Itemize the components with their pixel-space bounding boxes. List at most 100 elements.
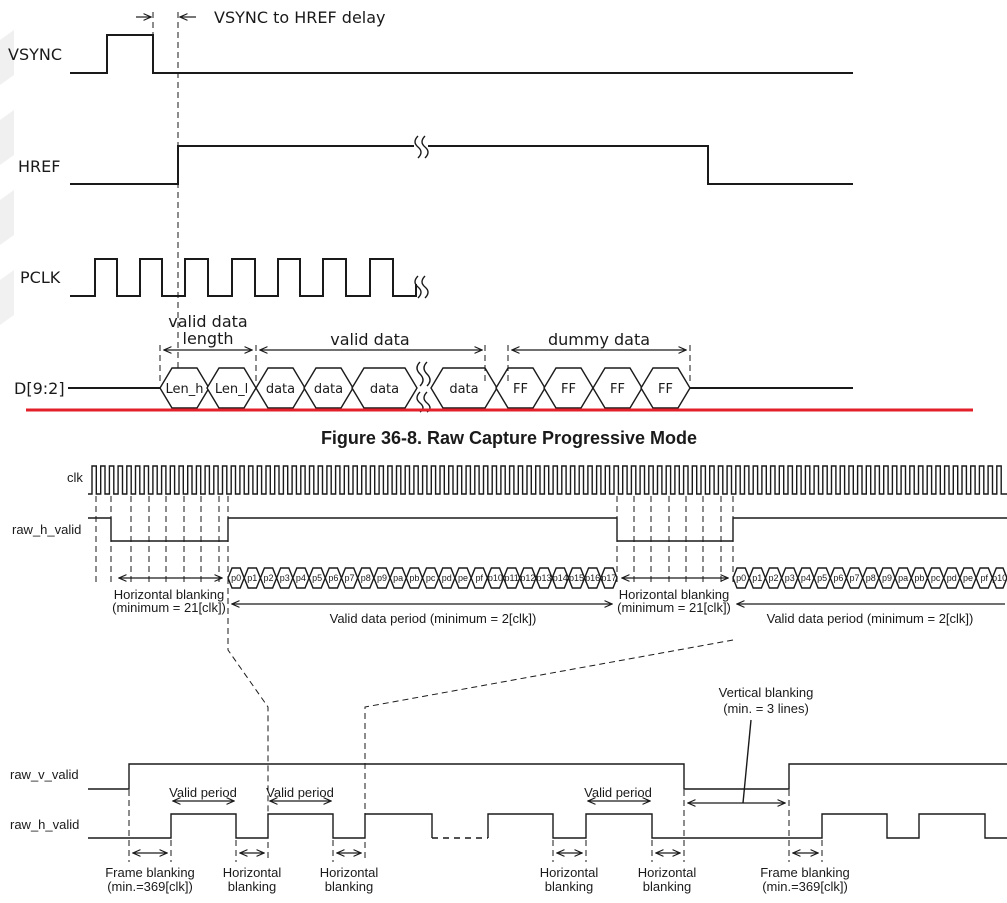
hblank-2-label-b: (minimum = 21[clk]) [617,600,731,615]
raw-v-valid-waveform [88,763,1007,790]
valid-data-label: valid data [330,330,409,349]
top-word-9-cell [640,367,691,409]
pixel-l1-2-text: p2 [264,573,274,583]
hblank-1-label-b: (minimum = 21[clk]) [112,600,226,615]
valid-data-length-label-2: length [183,329,234,348]
hblank-b4-label-a: Horizontal [638,865,697,880]
frame-blank-1-label-a: Frame blanking [105,865,195,880]
hblank-b4-label-b: blanking [643,879,691,894]
pixel-l1-4-text: p4 [296,573,306,583]
pixel-l2-13-text: pd [947,573,957,583]
top-word-6-text: FF [513,382,528,397]
pixel-l1-14-text: pe [458,573,468,583]
pixel-l1-6-text: p6 [328,573,338,583]
pixel-l2-3-text: p3 [785,573,795,583]
top-word-7-text: FF [561,382,576,397]
top-timing-diagram: VSYNC HREF PCLK D[9:2] VSYNC to HREF del… [8,8,853,413]
pixel-l1-20-text: p14 [553,573,568,583]
hblank-b2-label-b: blanking [325,879,373,894]
dummy-data-label: dummy data [548,330,650,349]
pixel-l1-0-text: p0 [231,573,241,583]
hblank-b1-label-a: Horizontal [223,865,282,880]
pixel-l1-5-text: p5 [312,573,322,583]
vblank-leader [742,719,752,804]
valid-period-c-label: Valid period [584,785,652,800]
pixel-l1-23-text: p17 [601,573,616,583]
top-word-3-text: data [314,382,343,397]
data-break-symbol [416,361,431,413]
hblank-b3-label-a: Horizontal [540,865,599,880]
pixel-l2-16-text: p10 [992,573,1007,583]
top-word-4-cell [351,367,418,409]
pixel-l1-3-text: p3 [280,573,290,583]
raw-h-valid-frame-waveform [88,813,433,839]
pixel-l2-14-text: pe [963,573,973,583]
raw-h-valid-frame-waveform-2 [487,813,1007,839]
pixel-l1-7-text: p7 [345,573,355,583]
pixel-l2-5-text: p5 [817,573,827,583]
raw-h-valid-frame-label: raw_h_valid [10,817,79,832]
raw-h-valid-detail-waveform [88,517,1007,542]
hblank-b2-label-a: Horizontal [320,865,379,880]
bottom-timing-diagram: clk raw_h_valid raw_v_valid raw_h_valid … [10,465,1007,894]
top-word-1-text: Len_l [215,382,248,397]
pixel-l2-4-text: p4 [801,573,811,583]
pixel-l1-19-text: p13 [537,573,552,583]
frame-blank-2-label-a: Frame blanking [760,865,850,880]
pixel-l1-15-text: pf [475,573,483,583]
pixel-l1-22-text: p16 [585,573,600,583]
pixel-l1-12-text: pc [426,573,436,583]
pixel-l1-11-text: pb [409,573,419,583]
pixel-l1-8-text: p8 [361,573,371,583]
zoom-line-2 [364,639,734,822]
pixel-l1-9-text: p9 [377,573,387,583]
pixel-l2-8-text: p8 [866,573,876,583]
pixel-l2-15-text: pf [980,573,988,583]
vsync-label: VSYNC [8,45,62,64]
pixel-l1-17-text: p11 [504,573,518,583]
pixel-l1-18-text: p12 [520,573,535,583]
pixel-l2-11-text: pb [914,573,924,583]
valid-period-1-label: Valid data period (minimum = 2[clk]) [330,611,537,626]
edge-decoration [0,30,14,325]
valid-data-length-label-1: valid data [168,312,247,331]
pixel-l2-0-text: p0 [736,573,746,583]
pixel-l2-2-text: p2 [769,573,779,583]
vblank-label-a: Vertical blanking [719,685,814,700]
raw-h-valid-detail-label: raw_h_valid [12,522,81,537]
hblank-b1-label-b: blanking [228,879,276,894]
href-label: HREF [18,157,60,176]
raw-v-valid-label: raw_v_valid [10,767,79,782]
top-word-5-text: data [449,382,478,397]
valid-period-a-label: Valid period [169,785,237,800]
pixel-l2-6-text: p6 [833,573,843,583]
frame-blank-1-label-b: (min.=369[clk]) [107,879,193,894]
pixel-l2-12-text: pc [931,573,941,583]
pixel-l2-10-text: pa [898,573,908,583]
figure-caption: Figure 36-8. Raw Capture Progressive Mod… [321,428,697,448]
vblank-label-b: (min. = 3 lines) [723,701,809,716]
pixel-l1-16-text: p10 [488,573,503,583]
pixel-l1-1-text: p1 [247,573,257,583]
hblank-1-label-a: Horizontal blanking [114,587,225,602]
pclk-break-symbol [414,275,429,299]
hblank-b3-label-b: blanking [545,879,593,894]
pclk-waveform [70,258,417,297]
pixel-l2-7-text: p7 [850,573,860,583]
pixel-l1-13-text: pd [442,573,452,583]
clk-waveform [88,465,1007,495]
top-word-9-text: FF [658,382,673,397]
valid-period-2-label: Valid data period (minimum = 2[clk]) [767,611,974,626]
data-bus-label: D[9:2] [14,379,65,398]
pclk-label: PCLK [20,268,61,287]
top-word-8-text: FF [610,382,625,397]
pixel-l2-16-cell [991,567,1007,589]
hblank-2-label-a: Horizontal blanking [619,587,730,602]
href-waveform [70,145,853,185]
pixel-l2-9-text: p9 [882,573,892,583]
frame-blank-2-label-b: (min.=369[clk]) [762,879,848,894]
